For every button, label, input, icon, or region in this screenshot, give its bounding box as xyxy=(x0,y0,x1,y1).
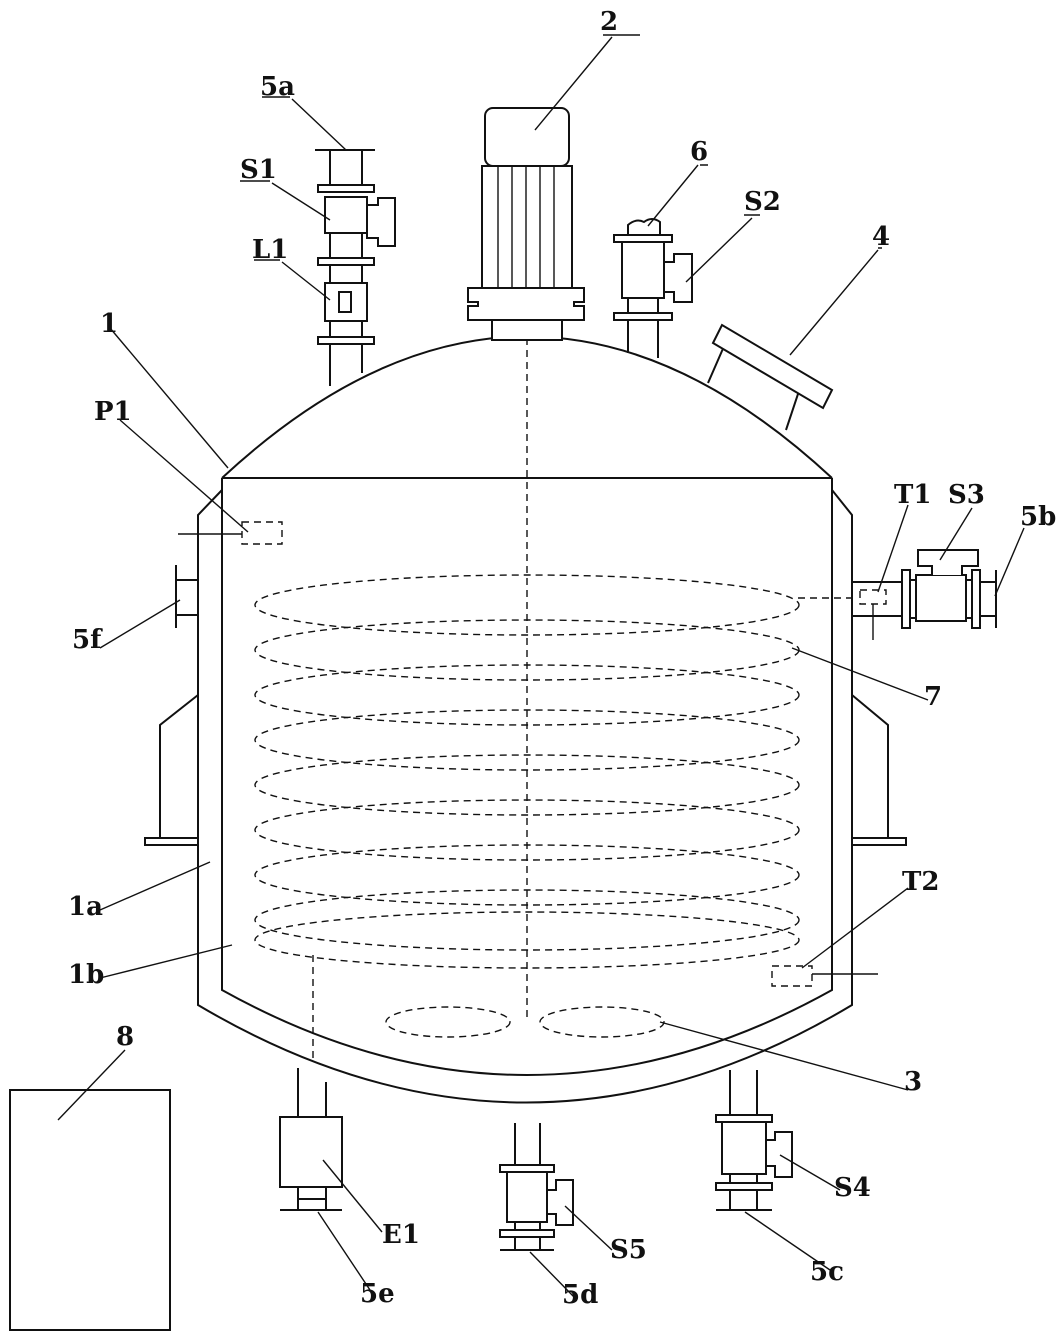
label-5d: 5d xyxy=(562,1280,598,1310)
manhole-4 xyxy=(707,323,834,431)
label-1: 1 xyxy=(100,309,118,339)
label-s1: S1 xyxy=(240,155,277,185)
label-t2: T2 xyxy=(902,867,939,897)
label-7: 7 xyxy=(924,682,942,712)
label-5b: 5b xyxy=(1020,502,1056,532)
label-1a: 1a xyxy=(68,892,103,922)
nozzle-5c-assembly xyxy=(715,1070,793,1211)
label-5e: 5e xyxy=(360,1279,395,1309)
label-6: 6 xyxy=(690,137,708,167)
inner-vessel-wall xyxy=(221,478,833,1076)
label-5a: 5a xyxy=(260,72,295,102)
temperature-sensor-t2 xyxy=(771,965,878,987)
pressure-sensor-p1 xyxy=(178,521,283,545)
label-s5: S5 xyxy=(610,1235,647,1265)
agitator-paddle-right xyxy=(539,1006,665,1038)
left-support-bracket xyxy=(144,694,199,846)
nozzle-5e-assembly xyxy=(279,1068,343,1211)
leader-lines xyxy=(57,34,1025,1299)
nozzle-5f xyxy=(175,565,199,628)
label-s3: S3 xyxy=(948,480,985,510)
right-support-bracket xyxy=(851,694,907,846)
label-5f: 5f xyxy=(72,625,103,655)
nozzle-6-assembly xyxy=(613,218,693,358)
nozzle-5d-assembly xyxy=(499,1123,574,1251)
label-t1: T1 xyxy=(894,480,931,510)
label-2: 2 xyxy=(600,7,618,37)
label-l1: L1 xyxy=(252,235,288,265)
label-s4: S4 xyxy=(834,1173,871,1203)
agitator-paddle-left xyxy=(385,1006,511,1038)
label-4: 4 xyxy=(872,222,890,252)
label-1b: 1b xyxy=(68,960,104,990)
label-8: 8 xyxy=(116,1022,134,1052)
label-5c: 5c xyxy=(810,1257,844,1287)
control-cabinet-8 xyxy=(9,1089,171,1331)
outer-jacket-wall xyxy=(197,489,853,1104)
nozzle-5b-assembly xyxy=(851,549,997,640)
heating-coil xyxy=(254,574,800,969)
nozzle-5a-assembly xyxy=(315,149,396,386)
label-p1: P1 xyxy=(94,397,132,427)
label-s2: S2 xyxy=(744,187,781,217)
agitator-motor xyxy=(467,107,585,341)
label-3: 3 xyxy=(904,1067,922,1097)
label-e1: E1 xyxy=(382,1220,420,1250)
